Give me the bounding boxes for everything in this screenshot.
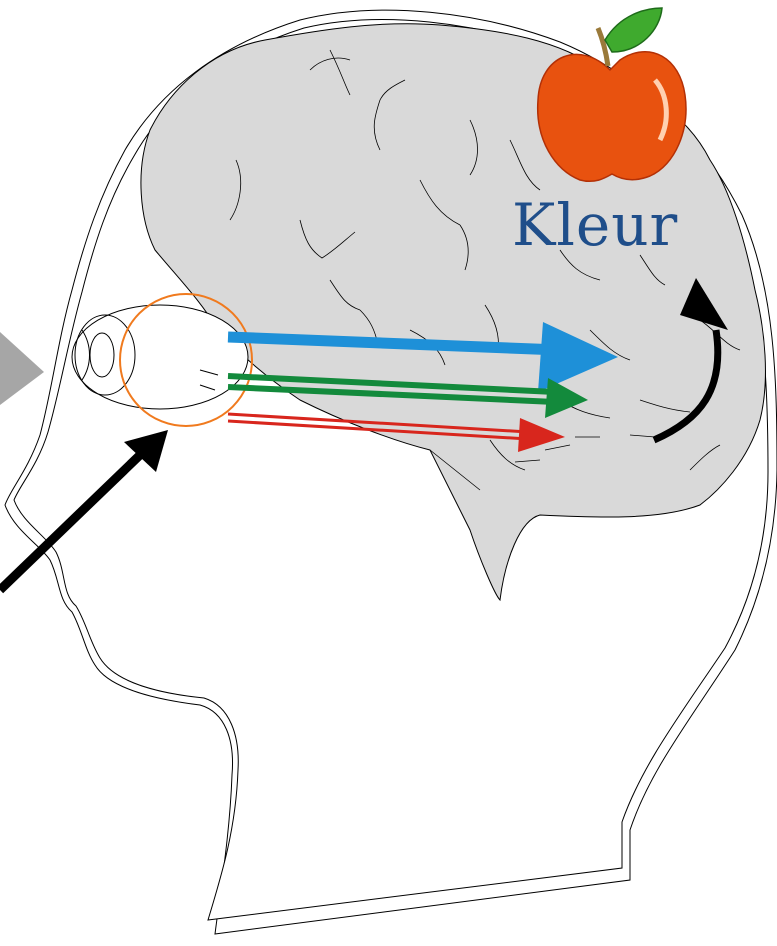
eye-icon [72,305,248,409]
kleur-label: Kleur [512,196,678,254]
apple-icon [538,8,686,181]
gray-wedge [0,332,44,405]
